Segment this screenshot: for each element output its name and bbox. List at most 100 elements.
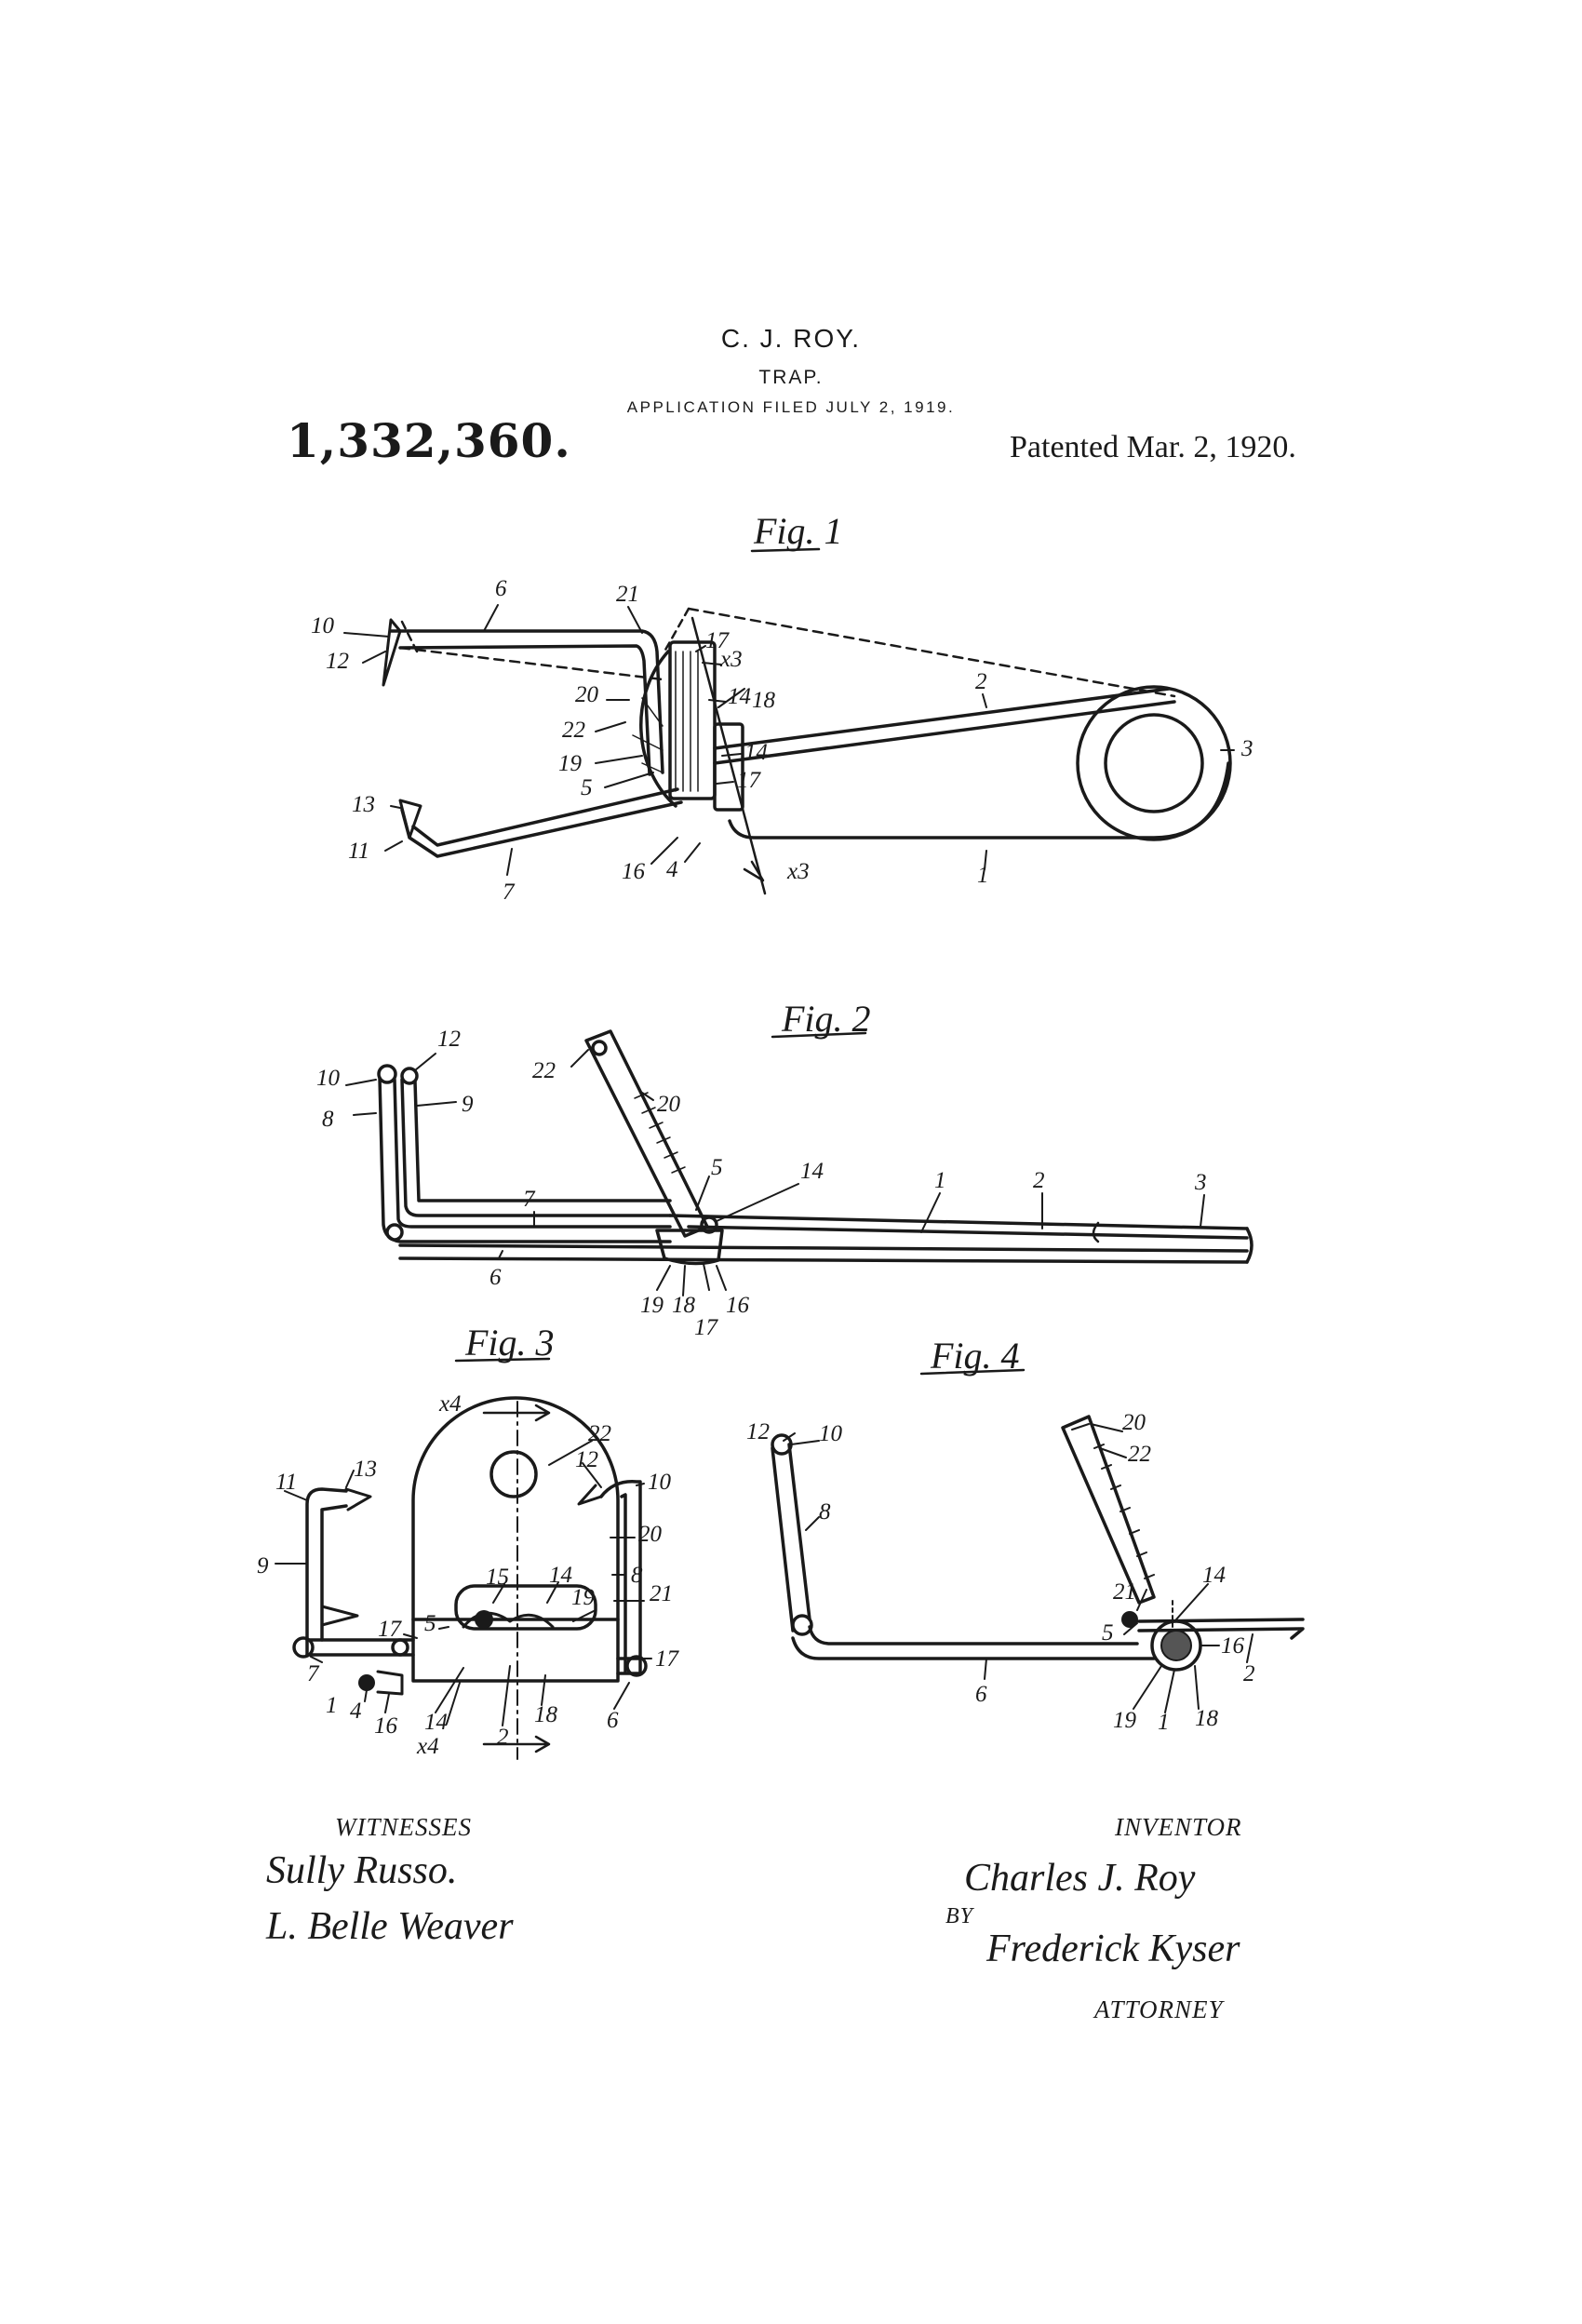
fig1-trigger-plate-20 <box>639 650 677 808</box>
fig3-hole-22 <box>489 1450 538 1498</box>
fig1-ref-x3b: x3 <box>786 859 810 884</box>
figure-3: Fig. 3 x4 22 11 13 12 <box>257 1322 680 1760</box>
fig3-slot-21 <box>454 1584 597 1631</box>
fig4-ref-21: 21 <box>1113 1579 1136 1605</box>
fig2-ref-9: 9 <box>462 1092 474 1117</box>
inventor-signature: Charles J. Roy <box>964 1857 1196 1900</box>
inventor-label: INVENTOR <box>1115 1813 1242 1841</box>
fig3-ref-14b: 14 <box>424 1710 448 1735</box>
fig3-ref-17a: 17 <box>378 1617 403 1642</box>
fig3-ref-4: 4 <box>350 1699 362 1724</box>
fig1-ref-16: 16 <box>622 859 646 884</box>
fig1-ref-x3a: x3 <box>719 647 743 672</box>
fig3-ref-17b: 17 <box>655 1646 680 1672</box>
fig3-ref-20: 20 <box>638 1522 663 1547</box>
fig3-ref-x4b: x4 <box>416 1734 439 1759</box>
fig1-ref-18: 18 <box>752 688 776 713</box>
fig4-ref-5: 5 <box>1102 1620 1114 1646</box>
patented-date: Patented Mar. 2, 1920. <box>1010 430 1296 464</box>
fig2-arm-1 <box>668 1214 1249 1230</box>
fig3-spring-arm-1 <box>358 1674 375 1691</box>
fig2-ref-22: 22 <box>532 1058 556 1083</box>
fig1-ref-3: 3 <box>1240 736 1254 761</box>
by-label: BY <box>945 1904 974 1928</box>
figure-2: Fig. 2 10 12 8 9 22 20 5 14 7 <box>316 998 1254 1340</box>
fig3-jaw-9 <box>305 1487 348 1657</box>
fig1-ref-10: 10 <box>311 613 335 638</box>
fig3-ref-14a: 14 <box>549 1563 572 1588</box>
fig2-ref-6: 6 <box>489 1265 502 1290</box>
fig2-ref-17: 17 <box>694 1315 719 1340</box>
fig4-ref-14: 14 <box>1202 1563 1226 1588</box>
fig3-ref-19: 19 <box>571 1585 596 1610</box>
fig2-ref-20: 20 <box>657 1092 681 1117</box>
fig1-ref-4: 4 <box>666 857 678 882</box>
fig1-ref-19: 19 <box>558 751 583 776</box>
fig2-ref-10: 10 <box>316 1066 341 1091</box>
fig1-ref-22: 22 <box>562 718 585 743</box>
fig4-ref-12: 12 <box>746 1419 770 1444</box>
fig1-ref-11: 11 <box>348 839 369 864</box>
fig3-ref-21: 21 <box>650 1581 673 1606</box>
fig2-ref-2: 2 <box>1033 1168 1045 1193</box>
fig3-ref-8: 8 <box>631 1563 643 1588</box>
fig3-ref-11: 11 <box>275 1470 297 1495</box>
fig3-ref-9: 9 <box>257 1553 269 1578</box>
fig3-ref-16: 16 <box>374 1713 398 1739</box>
fig3-ref-x4a: x4 <box>438 1391 462 1417</box>
figure-3-label: Fig. 3 <box>464 1322 555 1364</box>
fig1-spring-coil-3 <box>1076 685 1232 841</box>
figure-1-label: Fig. 1 <box>753 510 843 552</box>
fig1-ref-5: 5 <box>581 775 593 800</box>
fig4-ref-20: 20 <box>1122 1410 1146 1435</box>
fig1-spring-arm-1 <box>728 761 1230 840</box>
fig2-ref-12: 12 <box>437 1027 461 1052</box>
fig3-trigger-plate-20 <box>411 1396 620 1621</box>
fig3-ref-18: 18 <box>534 1702 558 1727</box>
fig1-ref-7: 7 <box>503 880 516 905</box>
fig1-jaw-7 <box>400 800 683 858</box>
patent-title: TRAP. <box>758 367 824 388</box>
witnesses-label: WITNESSES <box>335 1813 472 1841</box>
fig1-ref-14b: 14 <box>744 740 768 765</box>
figure-1: Fig. 1 10 12 <box>311 510 1254 905</box>
fig1-tooth-13 <box>398 799 422 840</box>
fig4-trigger-20 <box>1061 1415 1156 1605</box>
fig1-tooth-12 <box>382 618 402 687</box>
fig4-ref-8: 8 <box>819 1499 831 1525</box>
fig3-ref-6: 6 <box>607 1708 619 1733</box>
fig2-ref-14: 14 <box>800 1159 824 1184</box>
fig4-ref-18: 18 <box>1195 1706 1219 1731</box>
fig3-ref-13: 13 <box>354 1457 377 1482</box>
fig1-base-plate <box>668 640 717 800</box>
patent-number: 1,332,360. <box>287 413 571 468</box>
fig2-trigger-20 <box>584 1029 709 1238</box>
fig4-ref-22: 22 <box>1128 1442 1151 1467</box>
fig1-ref-1: 1 <box>977 863 989 888</box>
fig1-ref-13: 13 <box>352 792 375 817</box>
fig4-ref-10: 10 <box>819 1421 843 1446</box>
fig1-ref-17a: 17 <box>705 628 731 653</box>
fig4-ref-2: 2 <box>1243 1661 1255 1686</box>
fig1-ref-2: 2 <box>975 669 987 694</box>
fig4-ref-6: 6 <box>975 1682 987 1707</box>
fig3-ref-7: 7 <box>307 1661 320 1686</box>
fig2-ref-7: 7 <box>523 1187 536 1212</box>
fig2-ref-3: 3 <box>1194 1170 1207 1195</box>
fig4-ref-1: 1 <box>1158 1710 1170 1735</box>
fig1-ref-20: 20 <box>575 682 599 707</box>
fig2-ref-5: 5 <box>711 1155 723 1180</box>
fig3-ref-1: 1 <box>326 1693 338 1718</box>
attorney-signature: Frederick Kyser <box>986 1928 1240 1970</box>
fig3-ref-10: 10 <box>648 1470 672 1495</box>
fig4-ref-16: 16 <box>1221 1633 1245 1659</box>
fig1-ref-21: 21 <box>616 582 639 607</box>
fig2-base-18 <box>655 1229 724 1266</box>
fig1-ref-12: 12 <box>326 649 349 674</box>
figure-4: Fig. 4 20 22 12 10 8 14 21 5 16 2 6 19 1 <box>746 1335 1305 1735</box>
witness-signature-2: L. Belle Weaver <box>266 1905 514 1948</box>
fig2-ref-19: 19 <box>640 1293 664 1318</box>
inventor-heading: C. J. ROY. <box>720 324 862 353</box>
fig2-bar-6 <box>398 1243 1249 1253</box>
